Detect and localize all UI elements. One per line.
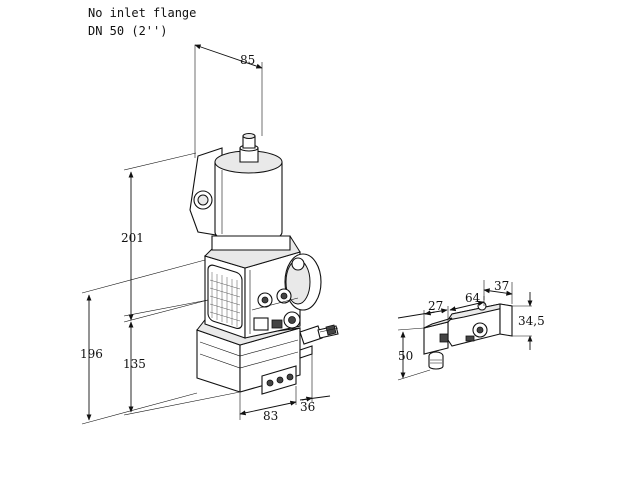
dimension-lines-detail [397,280,533,381]
dim-83: 83 [263,409,278,423]
dim-27: 27 [428,299,443,313]
gas-valve-assembly [189,133,339,395]
note-dn-size: DN 50 (2'') [88,24,168,38]
dim-196: 196 [80,347,103,361]
dim-36: 36 [300,400,315,414]
dim-135: 135 [123,357,146,371]
dim-50: 50 [398,349,413,363]
dim-201: 201 [121,231,144,245]
dimension-lines-main [81,44,331,425]
dim-85: 85 [240,53,255,67]
pressure-switch-detail [423,301,513,370]
note-no-inlet-flange: No inlet flange [88,6,197,20]
dim-37: 37 [494,279,509,293]
dim-64: 64 [465,291,481,305]
dim-34-5: 34,5 [518,314,545,328]
